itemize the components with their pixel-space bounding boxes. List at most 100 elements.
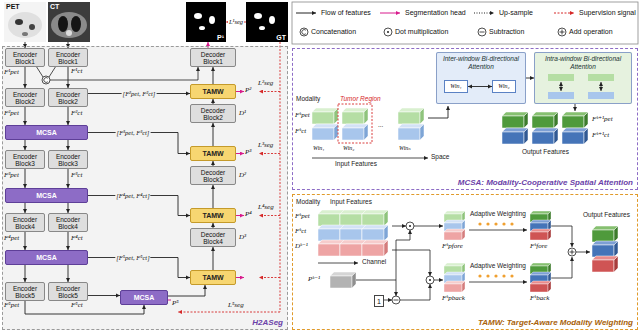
- mcsa-illustration-part: [601, 82, 602, 91]
- symbol-label: D³: [239, 234, 246, 241]
- tamw-illustration-part-part: [510, 274, 513, 277]
- tamw-illustration-part-part: [551, 257, 572, 278]
- node-text: Decoder Block1: [193, 51, 233, 65]
- segmentation-head-part: [236, 91, 244, 92]
- symbol-label: Pᵏ⁻¹: [308, 276, 320, 283]
- legend-sample: [558, 28, 566, 36]
- symbol-label: P⁵: [172, 300, 179, 307]
- symbol-label: F³pet: [4, 172, 19, 179]
- ground-truth-image: [246, 2, 288, 42]
- mcsa-illustration-part: [342, 108, 368, 124]
- tamw-block: TAMW: [190, 270, 236, 285]
- legend-glyph: [480, 32, 485, 33]
- tamw-illustration-part-part: [502, 222, 505, 225]
- annotation: Modality: [296, 96, 320, 103]
- encoder-block: Encoder Block2: [5, 88, 45, 107]
- connector: [66, 232, 70, 250]
- supervision-signal-part: [259, 215, 280, 216]
- arrowhead: [468, 85, 472, 89]
- attention-box: Intra-window Bi-directional Attention: [534, 52, 632, 104]
- connector: [66, 67, 70, 88]
- connector: [66, 265, 70, 282]
- legend-text: Up-sample: [499, 9, 533, 16]
- symbol-label: F²pet: [4, 110, 19, 117]
- legend-sample: [478, 28, 486, 36]
- legend-text: Concatenation: [311, 28, 356, 35]
- annotation: Input Features: [335, 161, 377, 168]
- symbol-label: L⁴seg: [258, 204, 274, 211]
- annotation: Modality: [296, 199, 320, 206]
- connector: [88, 196, 190, 218]
- connector: [23, 107, 27, 125]
- legend-line: [380, 13, 400, 14]
- node-text: PET: [6, 3, 20, 10]
- decoder-block: Decoder Block4: [190, 228, 236, 247]
- symbol-label: F¹ct: [71, 68, 82, 75]
- legend-sample: [384, 28, 392, 36]
- tamw-illustration-part: [592, 226, 618, 242]
- tamw-block: TAMW: [190, 84, 236, 99]
- legend-glyph: [302, 30, 306, 35]
- node-text: MCSA: [36, 254, 57, 261]
- tamw-illustration-part: [592, 256, 618, 272]
- legend-sample: [296, 13, 316, 14]
- constant-box: 1: [374, 295, 384, 307]
- node-text: Encoder Block1: [8, 51, 42, 65]
- symbol-label: Fᵏfore: [530, 243, 547, 250]
- tamw-illustration-part: [318, 263, 358, 264]
- edge-label: L¹seg: [228, 19, 244, 26]
- edge-label: [F⁴pet, F⁴ct]: [115, 192, 150, 199]
- tamw-illustration-part: [444, 229, 465, 240]
- mcsa-illustration-part: [398, 108, 424, 124]
- symbol-label: L²seg: [258, 80, 273, 87]
- tamw-illustration-part: [362, 240, 388, 256]
- legend-text: Flow of features: [321, 9, 371, 16]
- legend-box: [292, 2, 638, 44]
- image-panel: GT: [246, 2, 288, 42]
- supervision-signal-part: [259, 277, 280, 278]
- node-text: Encoder Block3: [8, 153, 42, 167]
- tamw-illustration-part-part: [572, 250, 573, 255]
- arrowhead: [211, 223, 215, 227]
- annotation: Adaptive Weighting: [470, 263, 526, 270]
- symbol-label: Winₙ: [399, 145, 411, 151]
- node-text: TAMW: [202, 212, 223, 219]
- legend-circle: [558, 28, 566, 36]
- tamw-illustration-part-part: [478, 222, 481, 225]
- mcsa-illustration-part: [562, 128, 588, 144]
- ground-truth-image-part: [246, 2, 288, 42]
- concatenation-symbol-part: [50, 67, 198, 80]
- tamw-illustration-part-part: [394, 300, 399, 301]
- pet-image-part: [29, 24, 35, 30]
- connector: [23, 232, 27, 250]
- prediction-image: [186, 2, 226, 42]
- node-text: MCSA: [36, 192, 57, 199]
- node-text: Decoder Block3: [193, 169, 233, 183]
- connector: [211, 247, 215, 270]
- node-text: Win₂: [498, 83, 509, 91]
- tamw-illustration-part: [362, 225, 388, 241]
- mcsa-illustration-part: [548, 74, 574, 81]
- symbol-label: F²ct: [71, 110, 82, 117]
- encoder-block: Encoder Block4: [5, 213, 45, 232]
- tamw-illustration-part: [592, 241, 618, 257]
- legend-line: [474, 13, 494, 14]
- encoder-block: Encoder Block5: [48, 282, 88, 301]
- segmentation-head: [168, 92, 244, 301]
- node-text: TAMW: [202, 88, 223, 95]
- symbol-label: F⁵pet: [4, 302, 19, 309]
- mcsa-illustration-part: [548, 92, 574, 99]
- symbol-label: F⁴ct: [71, 235, 83, 242]
- mcsa-block: MCSA: [5, 250, 88, 265]
- tamw-illustration-part: [530, 281, 551, 292]
- tamw-illustration-part-part: [469, 282, 527, 283]
- connector: [168, 285, 207, 296]
- legend-text: Subtraction: [489, 28, 524, 35]
- connector-line: [88, 295, 120, 296]
- legend-circle: [384, 28, 392, 36]
- mcsa-block: MCSA: [5, 125, 88, 140]
- symbol-label: D²: [239, 172, 246, 179]
- encoder-block: Encoder Block5: [5, 282, 45, 301]
- pet-image-part: [15, 19, 23, 25]
- ct-image-part: [66, 30, 72, 36]
